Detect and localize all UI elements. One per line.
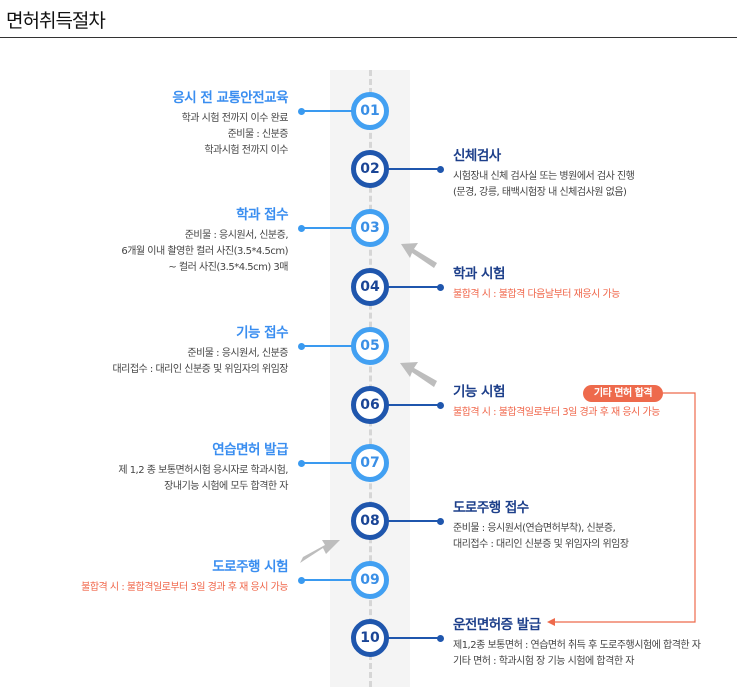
connector-dot — [437, 518, 444, 525]
connector-dot — [298, 343, 305, 350]
fail-note: 불합격 시 : 불합격 다음날부터 재응시 가능 — [453, 289, 620, 300]
connector-line — [388, 168, 440, 170]
step-description: 제1,2종 보통면허 : 연습면허 취득 후 도로주행시험에 합격한 자 — [453, 640, 701, 651]
step-title: 도로주행 접수 — [453, 500, 529, 516]
step-description: 준비물 : 응시원서, 신분증 — [187, 348, 288, 359]
step-description: (문경, 강릉, 태백시험장 내 신체검사원 없음) — [453, 187, 627, 198]
step-circle-04: 04 — [351, 268, 389, 306]
step-description: 제 1,2 종 보통면허시험 응시자로 학과시험, — [118, 465, 288, 476]
fail-note: 불합격 시 : 불합격일로부터 3일 경과 후 재 응시 가능 — [81, 582, 288, 593]
step-description: 학과 시험 전까지 이수 완료 — [181, 113, 289, 124]
connector-line — [302, 227, 352, 229]
step-circle-03: 03 — [351, 209, 389, 247]
connector-dot — [437, 402, 444, 409]
connector-line — [302, 579, 352, 581]
step-circle-01: 01 — [351, 92, 389, 130]
connector-dot — [298, 108, 305, 115]
step-description: 시험장내 신체 검사실 또는 병원에서 검사 진행 — [453, 171, 635, 182]
connector-dot — [298, 460, 305, 467]
back-arrow-icon — [401, 243, 437, 268]
page-title: 면허취득절차 — [6, 10, 106, 32]
step-title: 기능 접수 — [236, 325, 288, 341]
title-divider — [0, 37, 737, 38]
step-title: 운전면허증 발급 — [453, 617, 541, 633]
step-description: 기타 면허 : 학과시험 장 기능 시험에 합격한 자 — [453, 656, 634, 667]
connector-dot — [437, 635, 444, 642]
other-license-pass-badge: 기타 면허 합격 — [583, 385, 663, 402]
forward-arrow-icon — [300, 540, 340, 563]
connector-line — [302, 345, 352, 347]
step-circle-09: 09 — [351, 561, 389, 599]
connector-dot — [437, 166, 444, 173]
fail-note: 불합격 시 : 불합격일로부터 3일 경과 후 재 응시 가능 — [453, 407, 660, 418]
step-description: 학과시험 전까지 이수 — [204, 145, 288, 156]
connector-dot — [298, 225, 305, 232]
step-circle-07: 07 — [351, 444, 389, 482]
step-description: 6개월 이내 촬영한 컬러 사진(3.5*4.5cm) — [121, 246, 288, 257]
step-title: 학과 시험 — [453, 266, 505, 282]
step-circle-05: 05 — [351, 327, 389, 365]
connector-dot — [437, 284, 444, 291]
step-title: 신체검사 — [453, 148, 501, 164]
step-description: 대리접수 : 대리인 신분증 및 위임자의 위임장 — [112, 364, 288, 375]
step-circle-08: 08 — [351, 502, 389, 540]
other-license-connector — [553, 392, 696, 623]
back-arrow-icon — [400, 362, 437, 387]
step-circle-10: 10 — [351, 619, 389, 657]
step-title: 응시 전 교통안전교육 — [172, 90, 288, 106]
step-circle-06: 06 — [351, 386, 389, 424]
step-title: 기능 시험 — [453, 384, 505, 400]
connector-line — [388, 637, 440, 639]
connector-line — [388, 404, 440, 406]
step-description: 장내기능 시험에 모두 합격한 자 — [164, 481, 288, 492]
step-description: 준비물 : 신분증 — [227, 129, 289, 140]
step-description: 준비물 : 응시원서(연습면허부착), 신분증, — [453, 523, 616, 534]
connector-line — [302, 110, 352, 112]
connector-line — [388, 286, 440, 288]
step-description: 준비물 : 응시원서, 신분증, — [184, 230, 289, 241]
connector-line — [388, 520, 440, 522]
step-title: 도로주행 시험 — [212, 559, 288, 575]
step-title: 학과 접수 — [236, 207, 288, 223]
step-title: 연습면허 발급 — [212, 442, 288, 458]
timeline-dashed-line — [369, 70, 372, 687]
step-description: 대리접수 : 대리인 신분증 및 위임자의 위임장 — [453, 539, 629, 550]
step-circle-02: 02 — [351, 150, 389, 188]
step-description: ~ 컬러 사진(3.5*4.5cm) 3매 — [168, 262, 288, 273]
connector-line — [302, 462, 352, 464]
connector-dot — [298, 577, 305, 584]
arrowhead-icon — [547, 618, 555, 626]
